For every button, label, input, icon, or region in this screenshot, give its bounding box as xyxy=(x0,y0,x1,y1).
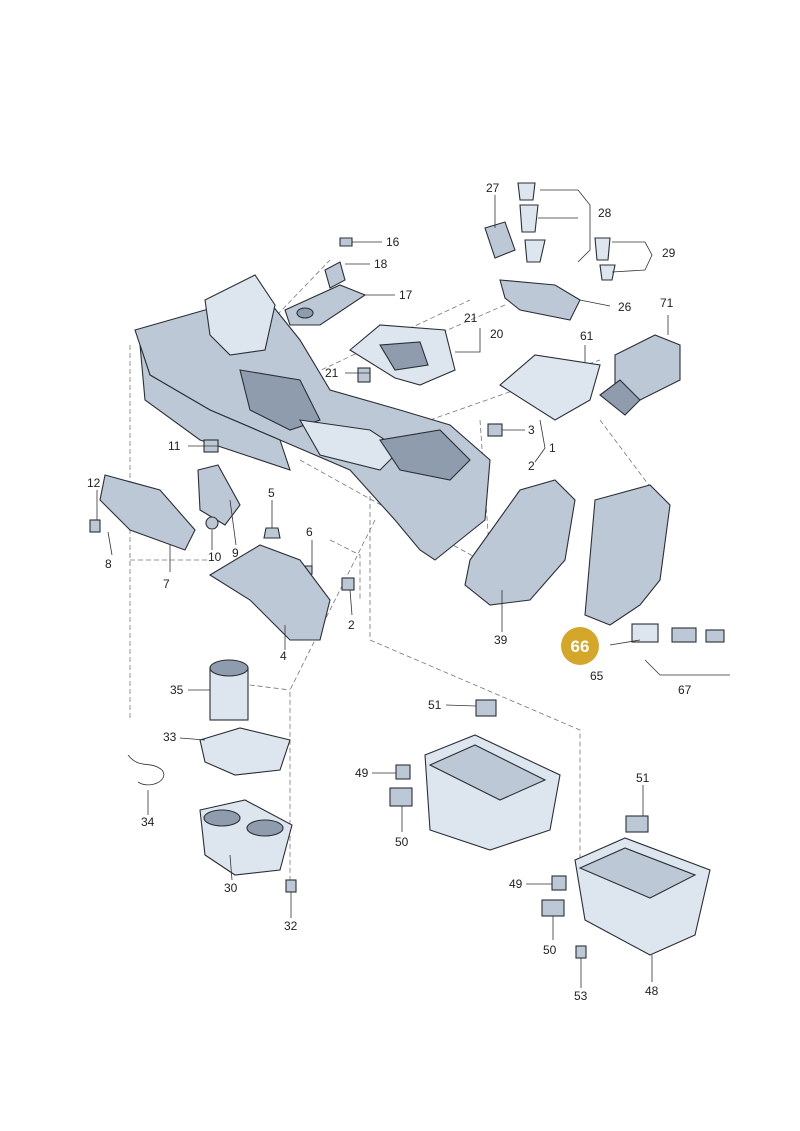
leader-lines xyxy=(96,189,730,988)
label-16: 16 xyxy=(386,235,400,249)
label-48: 48 xyxy=(645,984,659,998)
label-2-right: 2 xyxy=(528,459,535,473)
label-61: 61 xyxy=(580,329,594,343)
part-51-clip-upper xyxy=(475,699,497,717)
part-39-support xyxy=(464,479,576,606)
part-3-clip xyxy=(487,423,503,437)
label-33: 33 xyxy=(163,730,177,744)
label-1: 1 xyxy=(549,441,556,455)
part-16-screw xyxy=(339,237,353,247)
label-67: 67 xyxy=(678,683,692,697)
part-18-knob xyxy=(324,261,346,289)
label-9: 10 xyxy=(208,550,222,564)
label-8: 11 xyxy=(168,439,181,453)
label-2-left: 2 xyxy=(348,618,355,632)
part-5-nut xyxy=(263,527,281,539)
label-30: 30 xyxy=(224,881,238,895)
part-21-clip xyxy=(357,367,371,383)
label-51-upper: 51 xyxy=(428,698,442,712)
part-26-bracket xyxy=(499,279,581,321)
label-49-upper: 49 xyxy=(355,766,369,780)
highlight-callout: 66 xyxy=(561,627,599,665)
label-5: 5 xyxy=(268,486,275,500)
label-18: 18 xyxy=(374,257,388,271)
part-71-vent xyxy=(599,334,681,416)
part-10-cover xyxy=(99,474,196,551)
part-17-switch-panel xyxy=(284,284,367,326)
label-21-lower: 21 xyxy=(325,366,339,380)
label-34: 34 xyxy=(141,815,155,829)
storage-box-upper xyxy=(424,734,561,851)
highlight-label: 66 xyxy=(571,637,590,656)
label-17: 17 xyxy=(399,288,413,302)
label-39: 39 xyxy=(494,633,508,647)
label-20: 20 xyxy=(490,327,504,341)
label-71: 71 xyxy=(660,296,674,310)
part-9-grommet xyxy=(205,516,219,530)
label-11: 8 xyxy=(105,557,112,571)
label-53: 53 xyxy=(574,989,588,1003)
label-49-lower: 49 xyxy=(509,877,523,891)
center-console xyxy=(134,274,491,561)
part-33-ring xyxy=(199,727,291,776)
part-51-clip-lower xyxy=(625,815,649,833)
part-61-lid xyxy=(499,354,601,421)
part-50-switch-lower xyxy=(541,899,565,917)
label-21-upper: 21 xyxy=(464,311,478,325)
part-27-switch xyxy=(484,221,516,259)
label-26: 26 xyxy=(618,300,632,314)
part-48-storage-box xyxy=(574,837,711,956)
part-67-connectors xyxy=(631,623,725,643)
label-12: 12 xyxy=(87,476,101,490)
label-3: 3 xyxy=(528,423,535,437)
part-50-switch-upper xyxy=(389,787,413,807)
label-28: 28 xyxy=(598,206,612,220)
part-labels: 16 18 17 21 20 21 3 1 2 26 27 28 29 61 7… xyxy=(87,181,692,1003)
label-50-lower: 50 xyxy=(543,943,557,957)
part-4-bracket xyxy=(208,544,331,641)
highlight-badge xyxy=(561,627,599,665)
part-11-screw xyxy=(89,519,101,533)
part-7-bracket xyxy=(197,464,241,526)
part-35-ashtray xyxy=(209,659,249,721)
label-51-lower: 51 xyxy=(636,771,650,785)
label-29: 29 xyxy=(662,246,676,260)
part-34-wiring xyxy=(127,754,165,786)
label-7: 9 xyxy=(232,546,239,560)
part-2-clip xyxy=(341,577,355,591)
part-49-clip-lower xyxy=(551,875,567,891)
label-35: 35 xyxy=(170,683,184,697)
label-27: 27 xyxy=(486,181,500,195)
label-50-upper: 50 xyxy=(395,835,409,849)
label-32: 32 xyxy=(284,919,298,933)
part-53-screw xyxy=(575,945,587,959)
label-6: 6 xyxy=(306,525,313,539)
label-4: 4 xyxy=(280,649,287,663)
part-65-panel xyxy=(584,484,671,626)
part-28-connectors xyxy=(517,182,546,263)
part-30-cup-holder xyxy=(199,799,293,876)
part-29-connectors xyxy=(594,237,616,281)
part-32-screw xyxy=(285,879,297,893)
label-10: 7 xyxy=(163,577,170,591)
part-49-clip-upper xyxy=(395,764,411,780)
label-65: 65 xyxy=(590,669,604,683)
part-20-shift-trim xyxy=(349,324,456,386)
